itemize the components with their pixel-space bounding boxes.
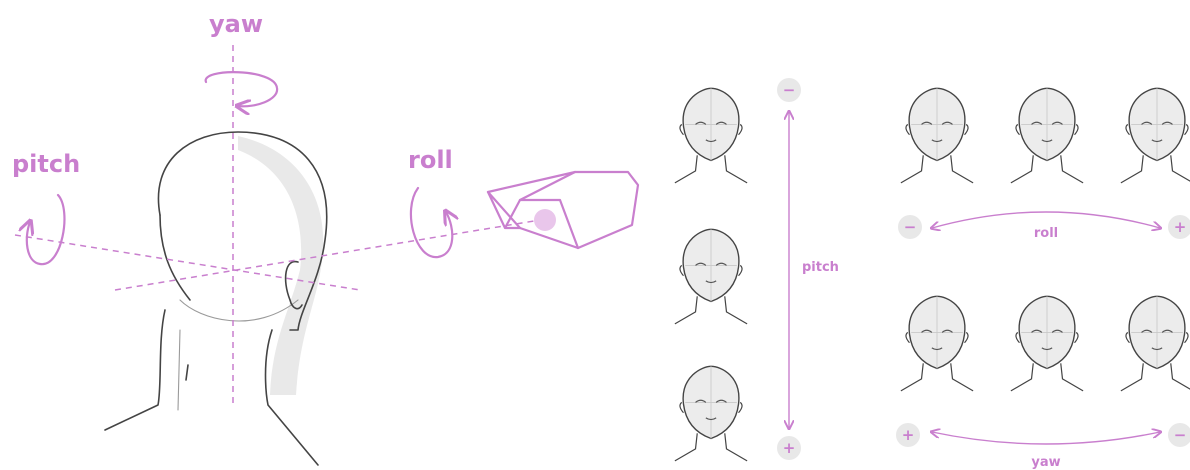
yaw-label: yaw: [209, 10, 263, 38]
pitch-minus: −: [783, 81, 796, 99]
roll-label: roll: [408, 146, 453, 174]
yaw-scale-label: yaw: [1031, 455, 1060, 470]
yaw-face-neutral: [1010, 295, 1084, 392]
yaw-face-right: [1120, 295, 1190, 392]
yaw-scale-arrow: [932, 432, 1160, 445]
roll-plus-badge: [1168, 215, 1190, 239]
yaw-plus-badge: [896, 423, 920, 447]
yaw-plus: +: [902, 426, 915, 444]
camera-icon: [486, 170, 640, 250]
pitch-face-neutral: [674, 228, 748, 325]
roll-minus: −: [904, 218, 917, 236]
roll-rotation-arrow: [409, 186, 452, 259]
roll-minus-badge: [898, 215, 922, 239]
yaw-rotation-arrow: [204, 71, 279, 106]
pitch-plus: +: [783, 439, 796, 457]
pitch-plus-badge: [777, 436, 801, 460]
pitch-minus-badge: [777, 78, 801, 102]
roll-axis: [114, 219, 541, 291]
yaw-face-left: [900, 295, 974, 392]
roll-scale-label: roll: [1034, 226, 1058, 241]
yaw-minus-badge: [1168, 423, 1190, 447]
pitch-axis: [14, 234, 361, 291]
pitch-scale-label: pitch: [802, 260, 839, 275]
roll-face-neutral: [1010, 87, 1084, 184]
roll-face-left: [900, 87, 974, 184]
roll-plus: +: [1174, 218, 1187, 236]
roll-scale-arrow: [932, 211, 1160, 228]
pitch-face-down: [674, 365, 748, 462]
pitch-label: pitch: [12, 150, 80, 178]
pitch-rotation-arrow: [27, 193, 66, 266]
pitch-face-up: [674, 87, 748, 184]
roll-face-right: [1120, 87, 1190, 184]
yaw-minus: −: [1174, 426, 1187, 444]
head-back-view: [104, 131, 328, 466]
